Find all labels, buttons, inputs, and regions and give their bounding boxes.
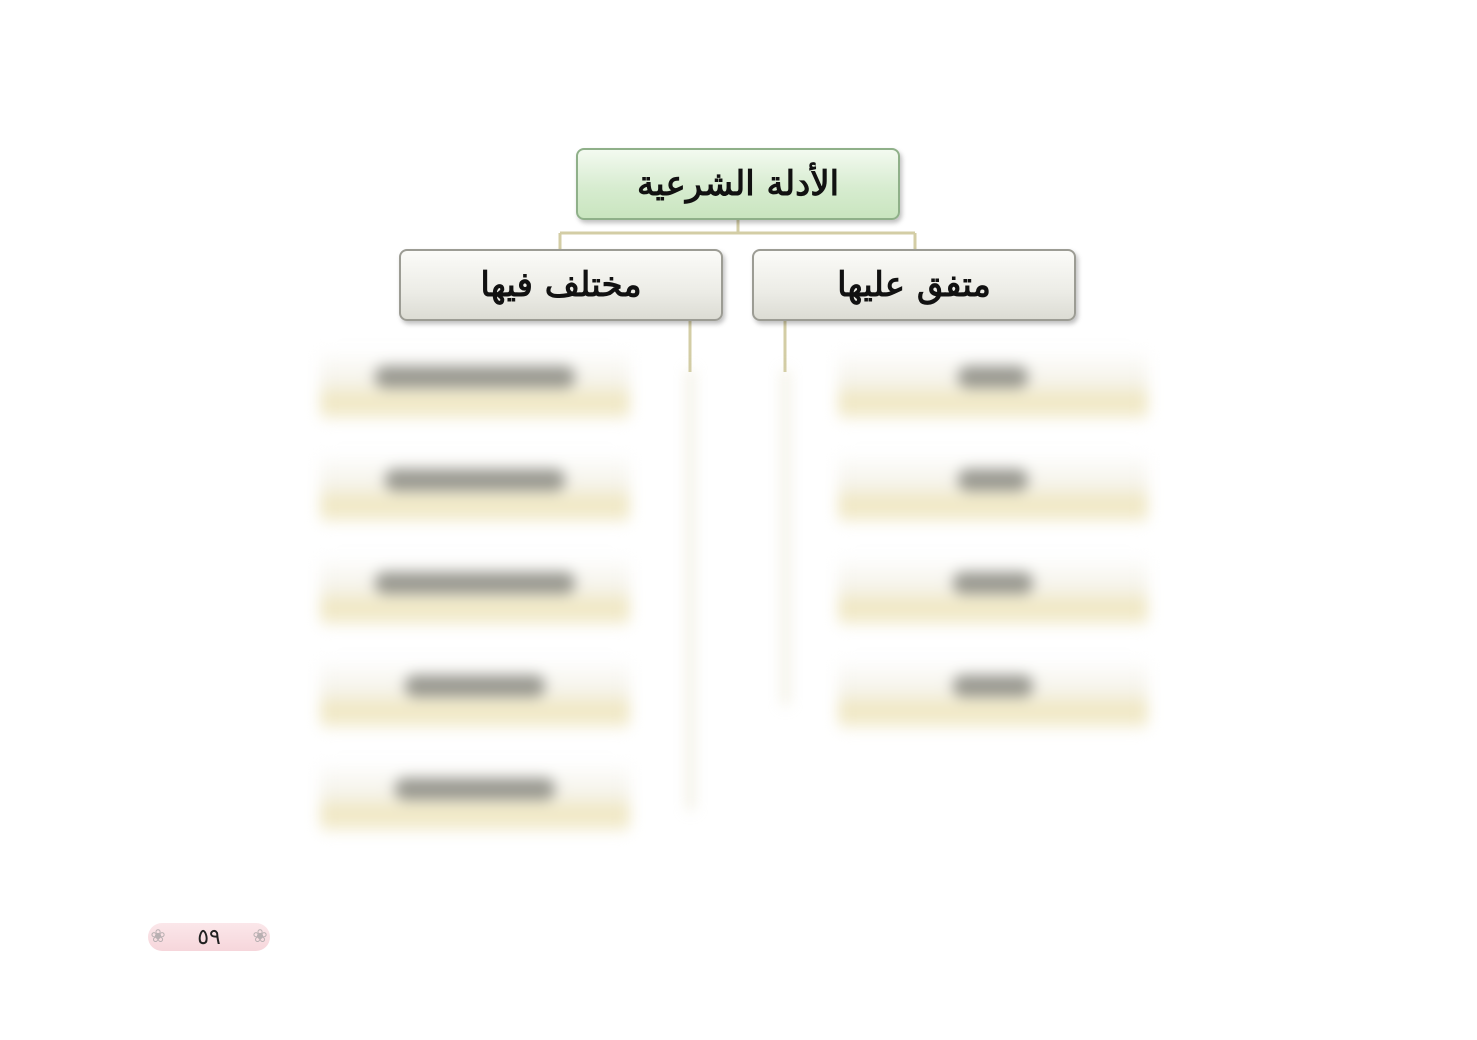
page-number: ٥٩	[197, 924, 221, 950]
branch-node-agreed-label: متفق عليها	[837, 265, 991, 305]
agreed-item-1	[838, 350, 1148, 420]
branch-node-disputed: مختلف فيها	[399, 249, 723, 321]
branch-node-disputed-label: مختلف فيها	[480, 265, 642, 305]
agreed-item-2	[838, 453, 1148, 523]
disputed-item-5	[320, 762, 630, 832]
root-node: الأدلة الشرعية	[576, 148, 900, 220]
branch-node-agreed: متفق عليها	[752, 249, 1076, 321]
disputed-trunk-line	[689, 370, 692, 810]
disputed-item-4	[320, 659, 630, 729]
disputed-item-1	[320, 350, 630, 420]
agreed-trunk-line	[784, 370, 787, 705]
agreed-item-3	[838, 556, 1148, 626]
root-node-label: الأدلة الشرعية	[636, 164, 840, 204]
floral-ornament-icon: ❀	[150, 926, 166, 947]
disputed-item-3	[320, 556, 630, 626]
disputed-item-2	[320, 453, 630, 523]
floral-ornament-icon: ❀	[252, 926, 268, 947]
agreed-item-4	[838, 659, 1148, 729]
page-number-badge: ❀ ٥٩ ❀	[148, 923, 270, 951]
